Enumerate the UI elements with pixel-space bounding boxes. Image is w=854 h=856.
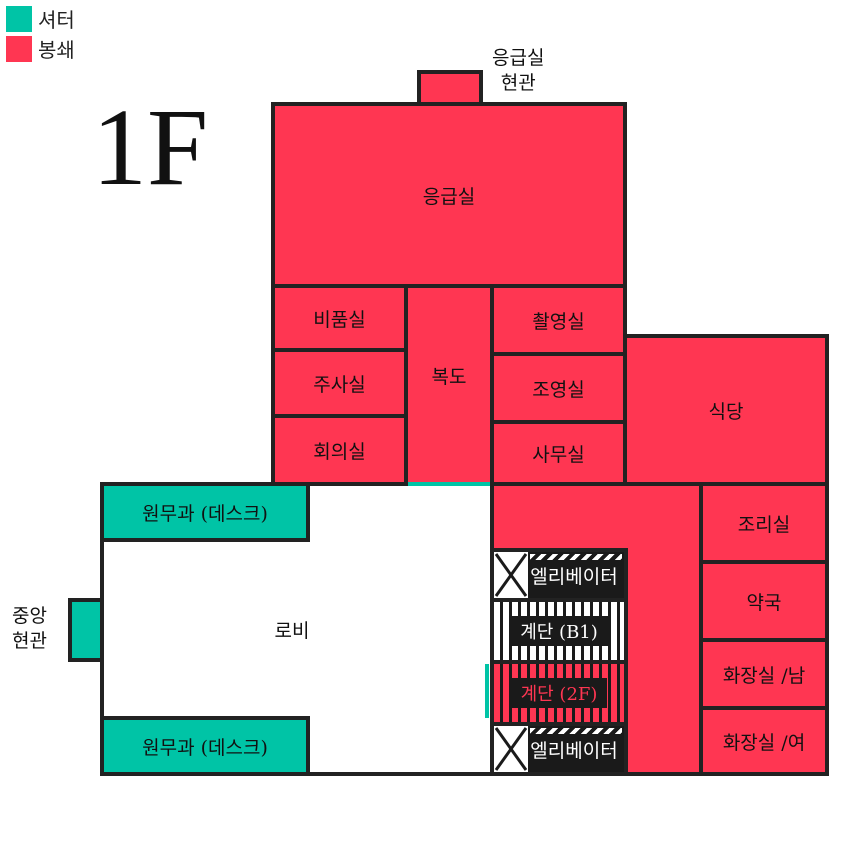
elevator-bottom-label: 엘리베이터 (530, 739, 618, 762)
elevator-bottom-door-icon (494, 726, 528, 772)
room-contrast: 조영실 (490, 352, 627, 424)
room-corridor-label: 복도 (431, 365, 467, 388)
room-restroom-female: 화장실 /여 (699, 706, 829, 776)
room-restroom-male-label: 화장실 /남 (722, 664, 806, 687)
room-pharmacy: 약국 (699, 560, 829, 642)
room-meeting-label: 회의실 (313, 440, 366, 463)
shutter-line-top (408, 482, 490, 486)
main-entrance-vestibule (68, 598, 104, 662)
stairs-b1[interactable]: 계단 (B1) (490, 598, 628, 664)
room-office-label: 사무실 (532, 443, 585, 466)
room-contrast-label: 조영실 (532, 378, 585, 401)
elevator-bottom-hatch (530, 728, 622, 734)
stairs-2f[interactable]: 계단 (2F) (490, 660, 628, 726)
room-kitchen: 조리실 (699, 482, 829, 564)
legend-swatch-shutter (6, 6, 32, 32)
room-corridor: 복도 (404, 284, 494, 486)
room-emergency-label: 응급실 (422, 185, 476, 208)
er-entrance-label-line1: 응급실 (492, 47, 545, 69)
elevator-top-door-icon (494, 552, 528, 598)
room-meeting: 회의실 (271, 414, 408, 486)
elevator-bottom[interactable]: 엘리베이터 (490, 722, 628, 776)
room-desk-bottom: 원무과 (데스크) (100, 716, 310, 776)
room-pharmacy-label: 약국 (746, 591, 782, 614)
stairs-b1-label: 계단 (B1) (510, 616, 608, 646)
room-injection: 주사실 (271, 348, 408, 418)
room-radiography-label: 촬영실 (532, 310, 585, 333)
elevator-top[interactable]: 엘리베이터 (490, 548, 628, 602)
elevator-top-label: 엘리베이터 (530, 565, 618, 588)
room-desk-top: 원무과 (데스크) (100, 482, 310, 542)
legend-label-shutter: 셔터 (38, 8, 75, 32)
room-injection-label: 주사실 (313, 373, 366, 396)
room-cafeteria: 식당 (623, 334, 829, 486)
room-restroom-female-label: 화장실 /여 (722, 731, 806, 754)
room-emergency: 응급실 (271, 102, 627, 288)
elevator-top-hatch (530, 554, 622, 560)
floor-title: 1F (92, 86, 209, 208)
room-lobby-label: 로비 (274, 619, 310, 642)
room-cafeteria-label: 식당 (708, 400, 744, 423)
er-entrance-label: 응급실 현관 (492, 46, 544, 95)
legend-swatch-locked (6, 36, 32, 62)
room-kitchen-label: 조리실 (737, 513, 791, 536)
room-supplies-label: 비품실 (313, 308, 366, 331)
main-entrance-label-line2: 현관 (12, 629, 47, 652)
stairs-2f-label: 계단 (2F) (510, 678, 608, 708)
room-supplies: 비품실 (271, 284, 408, 352)
room-office: 사무실 (490, 420, 627, 486)
legend-label-locked: 봉쇄 (38, 38, 75, 62)
er-entrance-vestibule (417, 70, 483, 106)
main-entrance-label-line1: 중앙 (12, 605, 47, 627)
er-entrance-label-line2: 현관 (500, 71, 536, 94)
main-entrance-label: 중앙 현관 (12, 604, 47, 653)
room-desk-top-label: 원무과 (데스크) (142, 502, 268, 525)
shutter-line-stairs (485, 664, 489, 718)
room-radiography: 촬영실 (490, 284, 627, 356)
room-desk-bottom-label: 원무과 (데스크) (142, 736, 268, 759)
room-restroom-male: 화장실 /남 (699, 638, 829, 710)
